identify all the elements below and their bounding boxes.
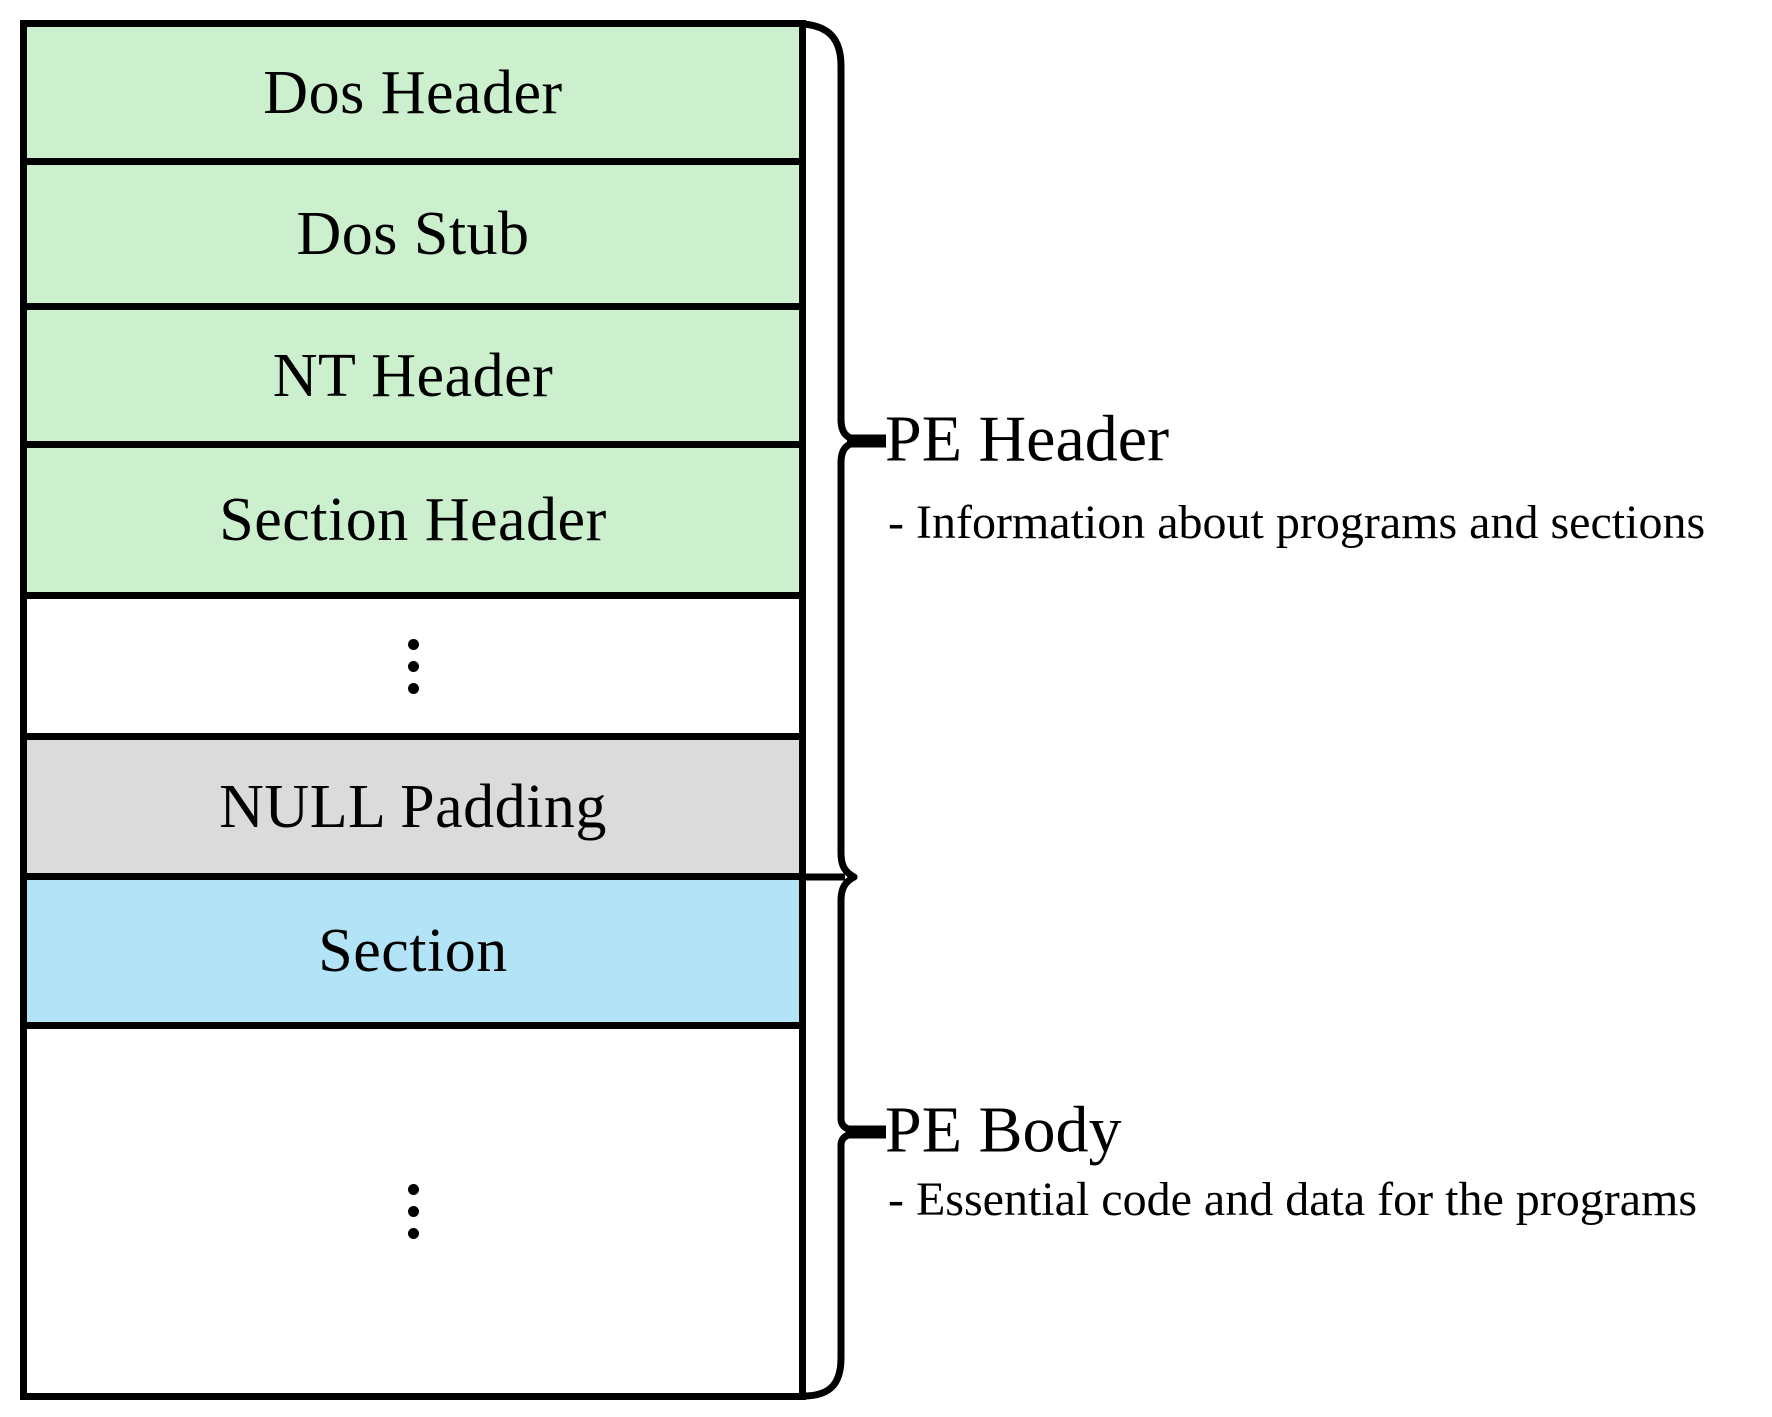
box-more-sections-ellipsis [27, 1022, 799, 1393]
vertical-ellipsis-icon [407, 638, 419, 694]
box-section-header-label: Section Header [219, 486, 607, 554]
pe-body-title: PE Body [885, 1093, 1122, 1167]
box-more-headers-ellipsis [27, 592, 799, 733]
box-dos-stub: Dos Stub [27, 158, 799, 303]
pe-header-description: - Information about programs and section… [888, 496, 1706, 549]
box-dos-stub-label: Dos Stub [296, 200, 530, 268]
box-null-padding-label: NULL Padding [219, 772, 607, 841]
box-section-header: Section Header [27, 441, 799, 592]
pe-header-brace [799, 20, 863, 881]
box-dos-header: Dos Header [27, 27, 799, 158]
vertical-ellipsis-icon [407, 1183, 419, 1239]
box-nt-header: NT Header [27, 303, 799, 441]
pe-header-title: PE Header [885, 402, 1170, 476]
box-dos-header-label: Dos Header [263, 58, 563, 127]
box-section-label: Section [318, 917, 508, 985]
box-null-padding: NULL Padding [27, 733, 799, 873]
pe-file-box-stack: Dos Header Dos Stub NT Header Section He… [20, 20, 806, 1400]
box-section: Section [27, 873, 799, 1022]
pe-body-description: - Essential code and data for the progra… [888, 1173, 1698, 1226]
box-nt-header-label: NT Header [272, 341, 554, 410]
